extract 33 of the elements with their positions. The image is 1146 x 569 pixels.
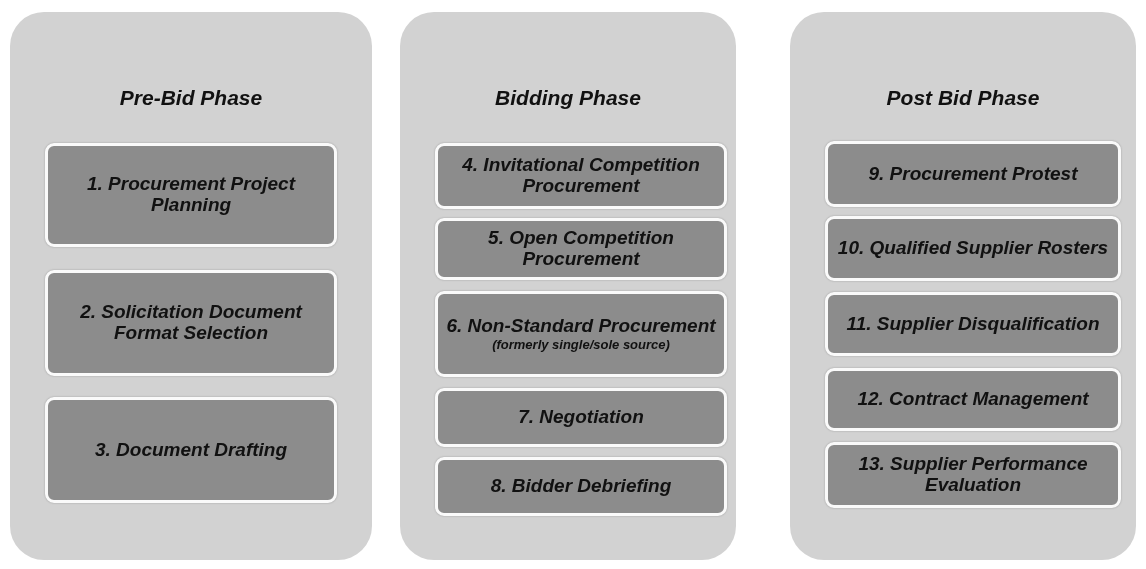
step-box xyxy=(825,292,1121,356)
step-label: 1. Procurement Project Planning xyxy=(86,174,297,216)
step-label: 8. Bidder Debriefing xyxy=(489,476,673,497)
step-box xyxy=(45,397,337,503)
step-label: 2. Solicitation Document Format Selection xyxy=(79,302,304,344)
step-box xyxy=(435,291,727,377)
step-label: 5. Open Competition Procurement xyxy=(487,228,675,270)
step-box xyxy=(435,388,727,447)
phase-panel xyxy=(400,12,736,560)
step-box xyxy=(435,457,727,516)
step-box xyxy=(435,143,727,209)
step-note: (formerly single/sole source) xyxy=(492,336,670,353)
step-label: 10. Qualified Supplier Rosters xyxy=(836,238,1110,259)
step-box xyxy=(435,218,727,280)
step-box xyxy=(825,368,1121,431)
phase-heading: Post Bid Phase xyxy=(885,86,1041,110)
step-box xyxy=(825,141,1121,207)
step-label: 9. Procurement Protest xyxy=(867,163,1079,185)
step-label: 12. Contract Management xyxy=(856,389,1090,410)
step-label: 6. Non-Standard Procurement xyxy=(445,315,717,337)
step-label: 3. Document Drafting xyxy=(93,439,289,461)
step-label: 13. Supplier Performance Evaluation xyxy=(857,454,1089,496)
phase-heading: Bidding Phase xyxy=(494,86,642,110)
phase-panel xyxy=(790,12,1136,560)
phase-panel xyxy=(10,12,372,560)
step-box xyxy=(45,143,337,247)
step-label: 11. Supplier Disqualification xyxy=(845,313,1101,335)
step-box xyxy=(825,442,1121,508)
step-label: 7. Negotiation xyxy=(517,407,645,428)
step-label: 4. Invitational Competition Procurement xyxy=(461,155,701,197)
step-box xyxy=(45,270,337,376)
phase-heading: Pre-Bid Phase xyxy=(118,86,264,110)
step-box xyxy=(825,216,1121,281)
